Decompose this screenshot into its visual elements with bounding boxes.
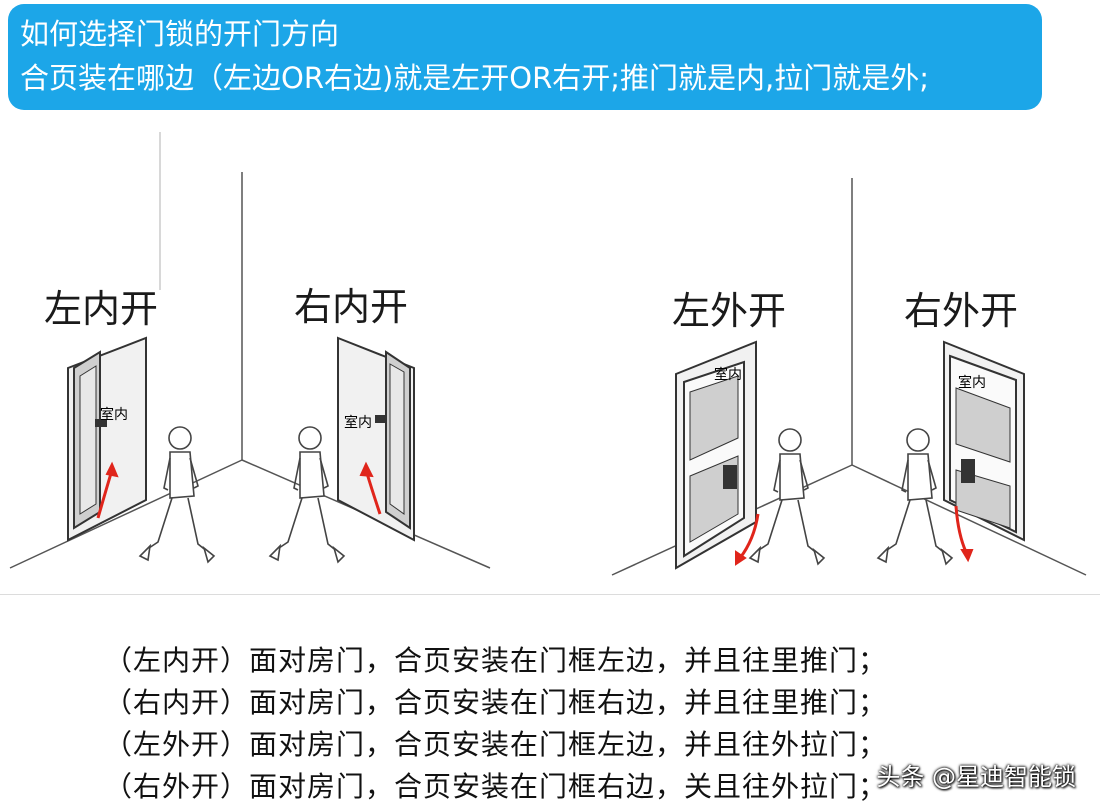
scene-label-right-inward: 右内开	[294, 285, 409, 329]
room-label: 室内	[100, 407, 128, 423]
header-subtitle: 合页装在哪边（左边OR右边)就是左开OR右开;推门就是内,拉门就是外;	[20, 61, 930, 95]
right-outward-door	[943, 340, 1025, 563]
walking-person	[749, 428, 825, 565]
section-divider	[0, 594, 1100, 595]
watermark: 头条 @星迪智能锁	[876, 763, 1076, 791]
description-line: （右内开）面对房门，合页安装在门框右边，并且往里推门；	[104, 686, 888, 719]
right-inward-door	[337, 336, 415, 542]
scene-label-right-outward: 右外开	[904, 289, 1019, 333]
description-line: （左内开）面对房门，合页安装在门框左边，并且往里推门；	[104, 644, 888, 677]
scene-label-left-inward: 左内开	[44, 287, 159, 331]
room-label: 室内	[958, 375, 986, 391]
description-line: （左外开）面对房门，合页安装在门框左边，并且往外拉门；	[104, 728, 888, 761]
header-title: 如何选择门锁的开门方向	[20, 17, 340, 51]
walking-person	[877, 428, 953, 565]
header-banner: 如何选择门锁的开门方向 合页装在哪边（左边OR右边)就是左开OR右开;推门就是内…	[8, 4, 1042, 110]
door-direction-illustration	[9, 132, 1087, 576]
scene-label-left-outward: 左外开	[672, 289, 787, 333]
room-label: 室内	[714, 367, 742, 383]
left-outward-door	[675, 340, 760, 570]
room-label: 室内	[344, 415, 372, 431]
description-list: （左内开）面对房门，合页安装在门框左边，并且往里推门； （右内开）面对房门，合页…	[104, 640, 887, 808]
description-line: （右外开）面对房门，合页安装在门框右边，关且往外拉门；	[104, 770, 888, 803]
walking-person	[139, 426, 215, 563]
walking-person	[269, 426, 345, 563]
left-inward-door	[67, 336, 147, 542]
